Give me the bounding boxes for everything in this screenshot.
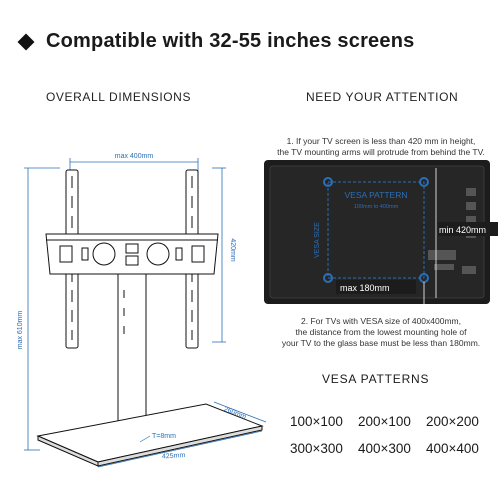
vesa-pattern-item: 200×200 <box>426 414 479 429</box>
headline: Compatible with 32-55 inches screens <box>14 30 414 53</box>
max-height-label: max 610mm <box>17 311 24 350</box>
max-gap-label: max 180mm <box>340 283 390 293</box>
vesa-patterns-grid: 100×100 200×100 200×200 300×300 400×300 … <box>290 414 488 456</box>
diamond-bullet-icon <box>17 33 35 50</box>
note-2-line-1: 2. For TVs with VESA size of 400x400mm, <box>301 316 461 326</box>
tv-back-diagram: VESA PATTERN 100mm to 400mm VESA SIZE mi… <box>264 160 498 304</box>
vesa-pattern-item: 300×300 <box>290 441 343 456</box>
dimension-max-height <box>24 167 60 451</box>
dimension-height-arm <box>212 167 226 343</box>
note-2-line-2: the distance from the lowest mounting ho… <box>295 327 467 337</box>
thickness-label: T=8mm <box>152 433 176 440</box>
vesa-pattern-item: 400×400 <box>426 441 479 456</box>
headline-text: Compatible with 32-55 inches screens <box>46 30 415 52</box>
note-2-line-3: your TV to the glass base must be less t… <box>281 338 481 348</box>
bracket-plate <box>45 233 219 275</box>
min-height-label: min 420mm <box>439 225 486 235</box>
vesa-pattern-item: 100×100 <box>290 414 343 429</box>
dimension-base-width <box>97 430 263 468</box>
max-width-label: max 400mm <box>115 153 154 160</box>
stand-diagram: max 400mm 420mm max 610mm <box>17 153 267 468</box>
glass-base <box>36 403 264 467</box>
attention-title: NEED YOUR ATTENTION <box>306 90 459 104</box>
vesa-pattern-item: 200×100 <box>358 414 411 429</box>
vesa-patterns-title: VESA PATTERNS <box>322 372 430 386</box>
base-width-label: 425mm <box>162 452 186 461</box>
note-2: 2. For TVs with VESA size of 400x400mm, … <box>262 316 500 349</box>
note-1: 1. If your TV screen is less than 420 mm… <box>262 136 500 158</box>
dimension-max-width <box>69 158 199 174</box>
note-1-line-2: the TV mounting arms will protrude from … <box>277 147 485 157</box>
vesa-square <box>327 181 425 279</box>
vesa-width-label: 100mm to 400mm <box>354 204 399 210</box>
vesa-pattern-item: 400×300 <box>358 441 411 456</box>
dimension-depth <box>213 401 267 423</box>
vesa-pattern-label: VESA PATTERN <box>345 190 408 200</box>
overall-dimensions-title: OVERALL DIMENSIONS <box>46 90 192 104</box>
note-1-line-1: 1. If your TV screen is less than 420 mm… <box>286 136 476 146</box>
vesa-size-vertical-label: VESA SIZE <box>314 222 321 258</box>
height-arm-label: 420mm <box>229 238 236 262</box>
